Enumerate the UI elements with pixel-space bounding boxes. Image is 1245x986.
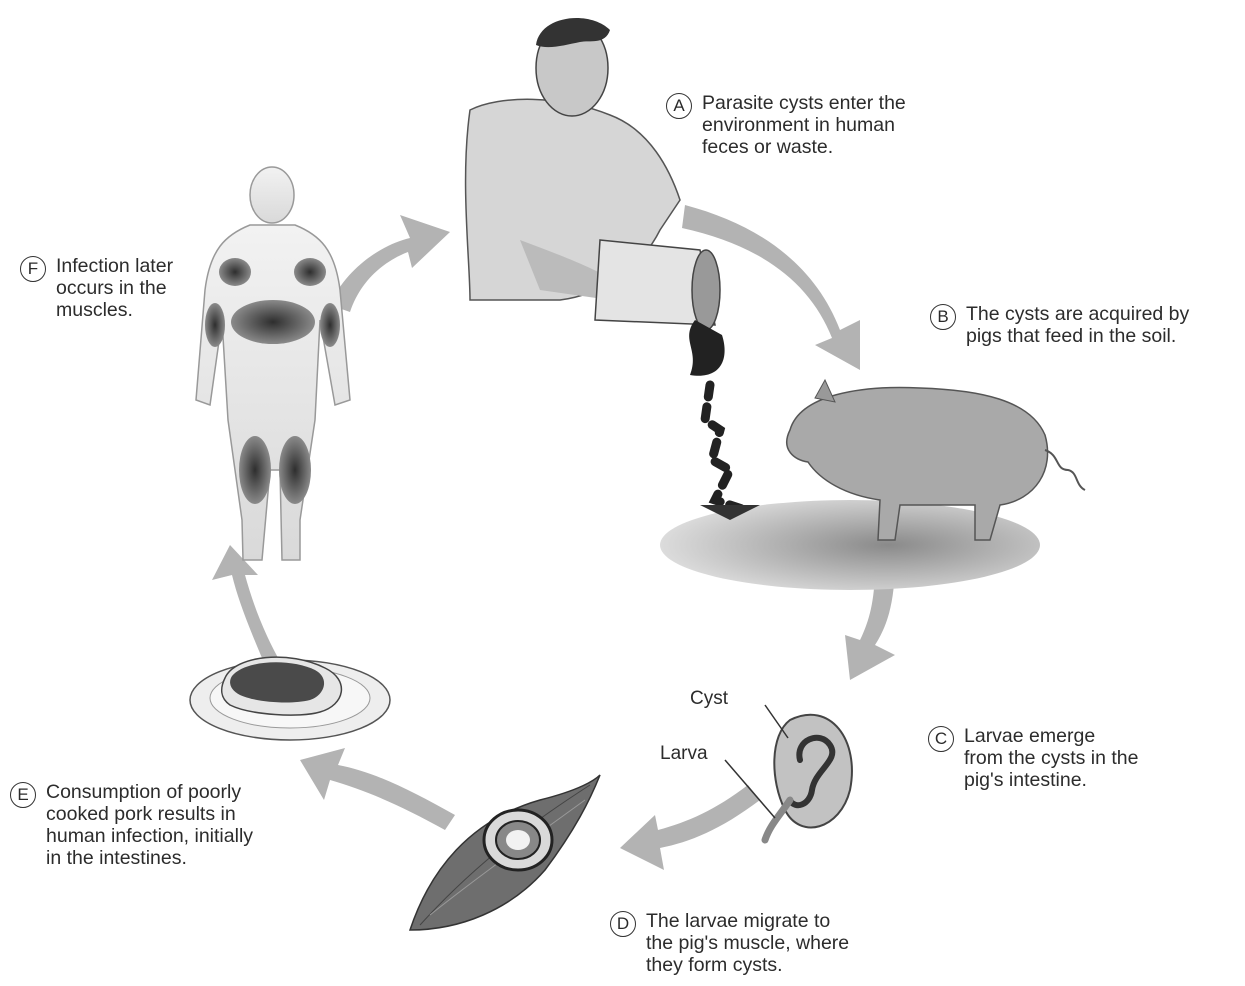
cyst-larva-illustration	[725, 705, 852, 840]
step-e-badge: E	[10, 782, 36, 808]
step-c-description: Larvae emerge from the cysts in the pig'…	[964, 725, 1138, 791]
step-f-description: Infection later occurs in the muscles.	[56, 255, 173, 321]
step-f: F Infection later occurs in the muscles.	[20, 255, 173, 321]
step-d-description: The larvae migrate to the pig's muscle, …	[646, 910, 849, 976]
step-b: B The cysts are acquired by pigs that fe…	[930, 303, 1189, 347]
step-b-badge: B	[930, 304, 956, 330]
step-d: D The larvae migrate to the pig's muscle…	[610, 910, 849, 976]
step-b-description: The cysts are acquired by pigs that feed…	[966, 303, 1189, 347]
step-d-badge: D	[610, 911, 636, 937]
step-a: A Parasite cysts enter the environment i…	[666, 92, 906, 158]
step-e: E Consumption of poorly cooked pork resu…	[10, 781, 253, 869]
step-c: C Larvae emerge from the cysts in the pi…	[928, 725, 1138, 791]
arrow-c-to-d	[620, 785, 760, 870]
arrow-e-to-f	[212, 545, 282, 665]
step-c-badge: C	[928, 726, 954, 752]
arrow-f-to-a	[330, 215, 450, 312]
step-a-description: Parasite cysts enter the environment in …	[702, 92, 906, 158]
cyst-label: Cyst	[690, 688, 728, 710]
muscle-cyst-illustration	[410, 775, 600, 930]
step-a-badge: A	[666, 93, 692, 119]
arrow-d-to-e	[300, 748, 455, 830]
larva-label: Larva	[660, 743, 708, 765]
step-e-description: Consumption of poorly cooked pork result…	[46, 781, 253, 869]
step-f-badge: F	[20, 256, 46, 282]
pork-on-plate-illustration	[190, 657, 390, 740]
human-body-illustration	[196, 167, 350, 560]
